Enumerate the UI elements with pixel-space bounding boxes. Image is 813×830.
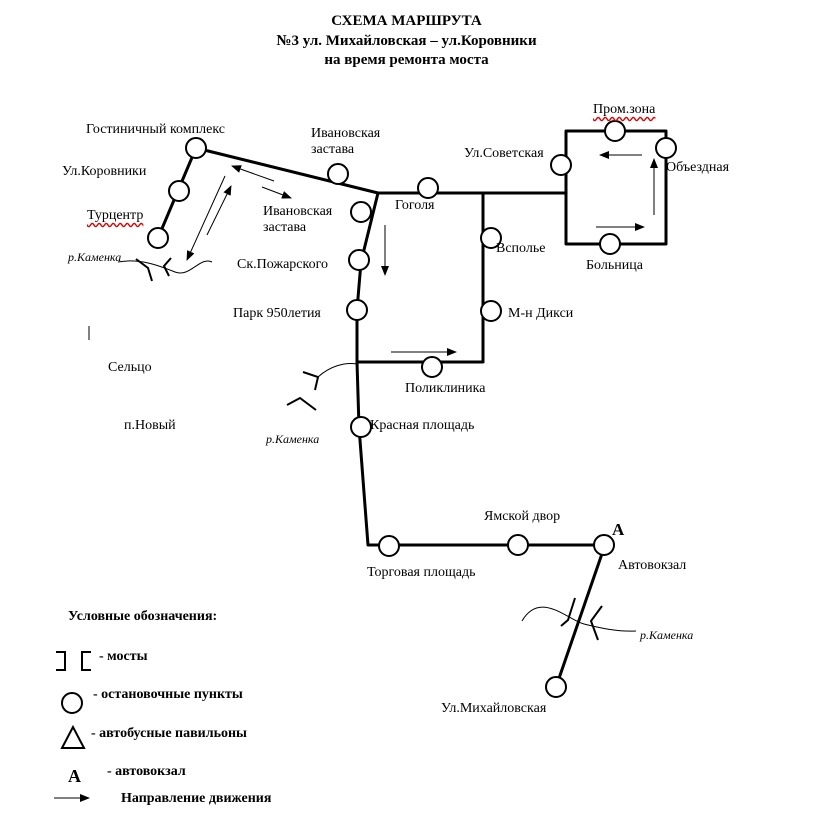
- river-kamenka-curve: [317, 363, 358, 378]
- diagram-subtitle-note: на время ремонта моста: [324, 52, 489, 68]
- stop-vspole-marker: [480, 227, 502, 249]
- stop-label-torgovaya-ploshad: Торговая площадь: [367, 565, 476, 580]
- stop-label-yamskoy-dvor: Ямской двор: [484, 509, 561, 524]
- stop-label-ivanovskaya-zastava: Ивановская застава: [311, 126, 381, 157]
- stop-turcentr-marker: [147, 227, 169, 249]
- stop-torgovaya-ploshad-marker: [378, 535, 400, 557]
- stop-label-korovniki: Ул.Коровники: [62, 164, 147, 179]
- bridge-icon: [162, 257, 172, 277]
- route-segment-south: [554, 543, 607, 689]
- bridge-icon: [560, 597, 576, 627]
- diagram-subtitle-route: №3 ул. Михайловская – ул.Коровники: [276, 33, 537, 49]
- direction-arrow: [186, 175, 226, 261]
- direction-arrow: [261, 186, 292, 199]
- stop-label-bolnica: Больница: [586, 258, 643, 273]
- legend-stops-label: - остановочные пункты: [93, 687, 243, 702]
- route-segment-vspole: [355, 191, 485, 364]
- direction-arrow: [206, 185, 232, 236]
- stop-label-vspole: Всполье: [496, 241, 546, 256]
- stop-label-obezdnaya: Объездная: [666, 160, 730, 175]
- stop-ivanovskaya-zastava-marker: [327, 163, 349, 185]
- legend-bus-station-symbol: А: [68, 766, 81, 786]
- bridge-icon: [286, 396, 317, 411]
- stop-label-krasnaya-ploshad: Красная площадь: [370, 418, 475, 433]
- river-label-kamenka: р.Каменка: [266, 432, 320, 446]
- stop-label-poliklinika: Поликлиника: [405, 381, 486, 396]
- stop-label-sk-pozharskogo: Ск.Пожарского: [237, 257, 328, 272]
- river-kamenka-curve: [117, 260, 213, 274]
- stop-gostinichny-marker: [185, 137, 207, 159]
- route-segment-loop: [564, 129, 668, 246]
- legend-stop-icon: [61, 692, 83, 714]
- rivers: [88, 260, 637, 632]
- legend-bridges-label: - мосты: [99, 649, 148, 664]
- legend-bridge-icon: [81, 651, 91, 671]
- stops: [61, 120, 677, 714]
- route-lines: [156, 129, 668, 689]
- route-segment-central: [355, 191, 607, 547]
- bridge-icon: [135, 258, 153, 282]
- place-label-p-novy: п.Новый: [124, 418, 176, 433]
- diagram-title: СХЕМА МАРШРУТА: [331, 13, 482, 29]
- stop-bolnica-marker: [599, 233, 621, 255]
- bridge-icon: [589, 605, 603, 641]
- river-label-kamenka: р.Каменка: [640, 628, 694, 642]
- stop-yamskoy-dvor-marker: [507, 534, 529, 556]
- stop-label-sovetskaya: Ул.Советская: [464, 146, 544, 161]
- legend-title: Условные обозначения:: [68, 609, 218, 624]
- stop-label-gogolya: Гоголя: [395, 198, 435, 213]
- stop-label-gostinichny: Гостиничный комплекс: [86, 122, 225, 137]
- legend-direction-label: Направление движения: [121, 791, 272, 806]
- stop-gogolya-marker: [417, 177, 439, 199]
- legend-bridge-icon: [56, 651, 66, 671]
- stop-poliklinika-marker: [421, 356, 443, 378]
- stop-mn-diksi-marker: [480, 300, 502, 322]
- stop-label-mikhaylovskaya: Ул.Михайловская: [441, 701, 547, 716]
- stop-promzona-marker: [604, 120, 626, 142]
- avtovokzal-marker: А: [612, 520, 625, 539]
- stop-label-park950: Парк 950летия: [233, 306, 321, 321]
- stop-label-promzona: Пром.зона: [593, 102, 656, 117]
- bridge-icon: [302, 371, 320, 391]
- place-label-selco: Сельцо: [108, 360, 152, 375]
- direction-arrow: [231, 165, 275, 182]
- stop-label-avtovokzal: Автовокзал: [618, 558, 687, 573]
- stop-mikhaylovskaya-marker: [545, 676, 567, 698]
- stop-label-ivanovskaya-zastava: Ивановская застава: [263, 204, 333, 235]
- stop-park950-marker: [346, 299, 368, 321]
- stop-sovetskaya-marker: [550, 154, 572, 176]
- stop-obezdnaya-marker: [655, 137, 677, 159]
- legend-pavilion-icon: [60, 724, 86, 749]
- stop-krasnaya-ploshad-marker: [350, 416, 372, 438]
- stop-korovniki-marker: [168, 180, 190, 202]
- stop-ivanovskaya-zastava-marker: [350, 201, 372, 223]
- legend-bus-station-label: - автовокзал: [107, 764, 186, 779]
- stop-label-turcentr: Турцентр: [87, 208, 144, 223]
- river-kamenka-curve: [521, 606, 637, 632]
- stop-label-mn-diksi: М-н Дикси: [508, 306, 574, 321]
- stop-sk-pozharskogo-marker: [348, 249, 370, 271]
- stop-avtovokzal-marker: [593, 534, 615, 556]
- legend-pavilions-label: - автобусные павильоны: [91, 726, 247, 741]
- direction-arrows: [54, 151, 658, 802]
- bridges: [56, 257, 603, 671]
- river-label-kamenka: р.Каменка: [68, 250, 122, 264]
